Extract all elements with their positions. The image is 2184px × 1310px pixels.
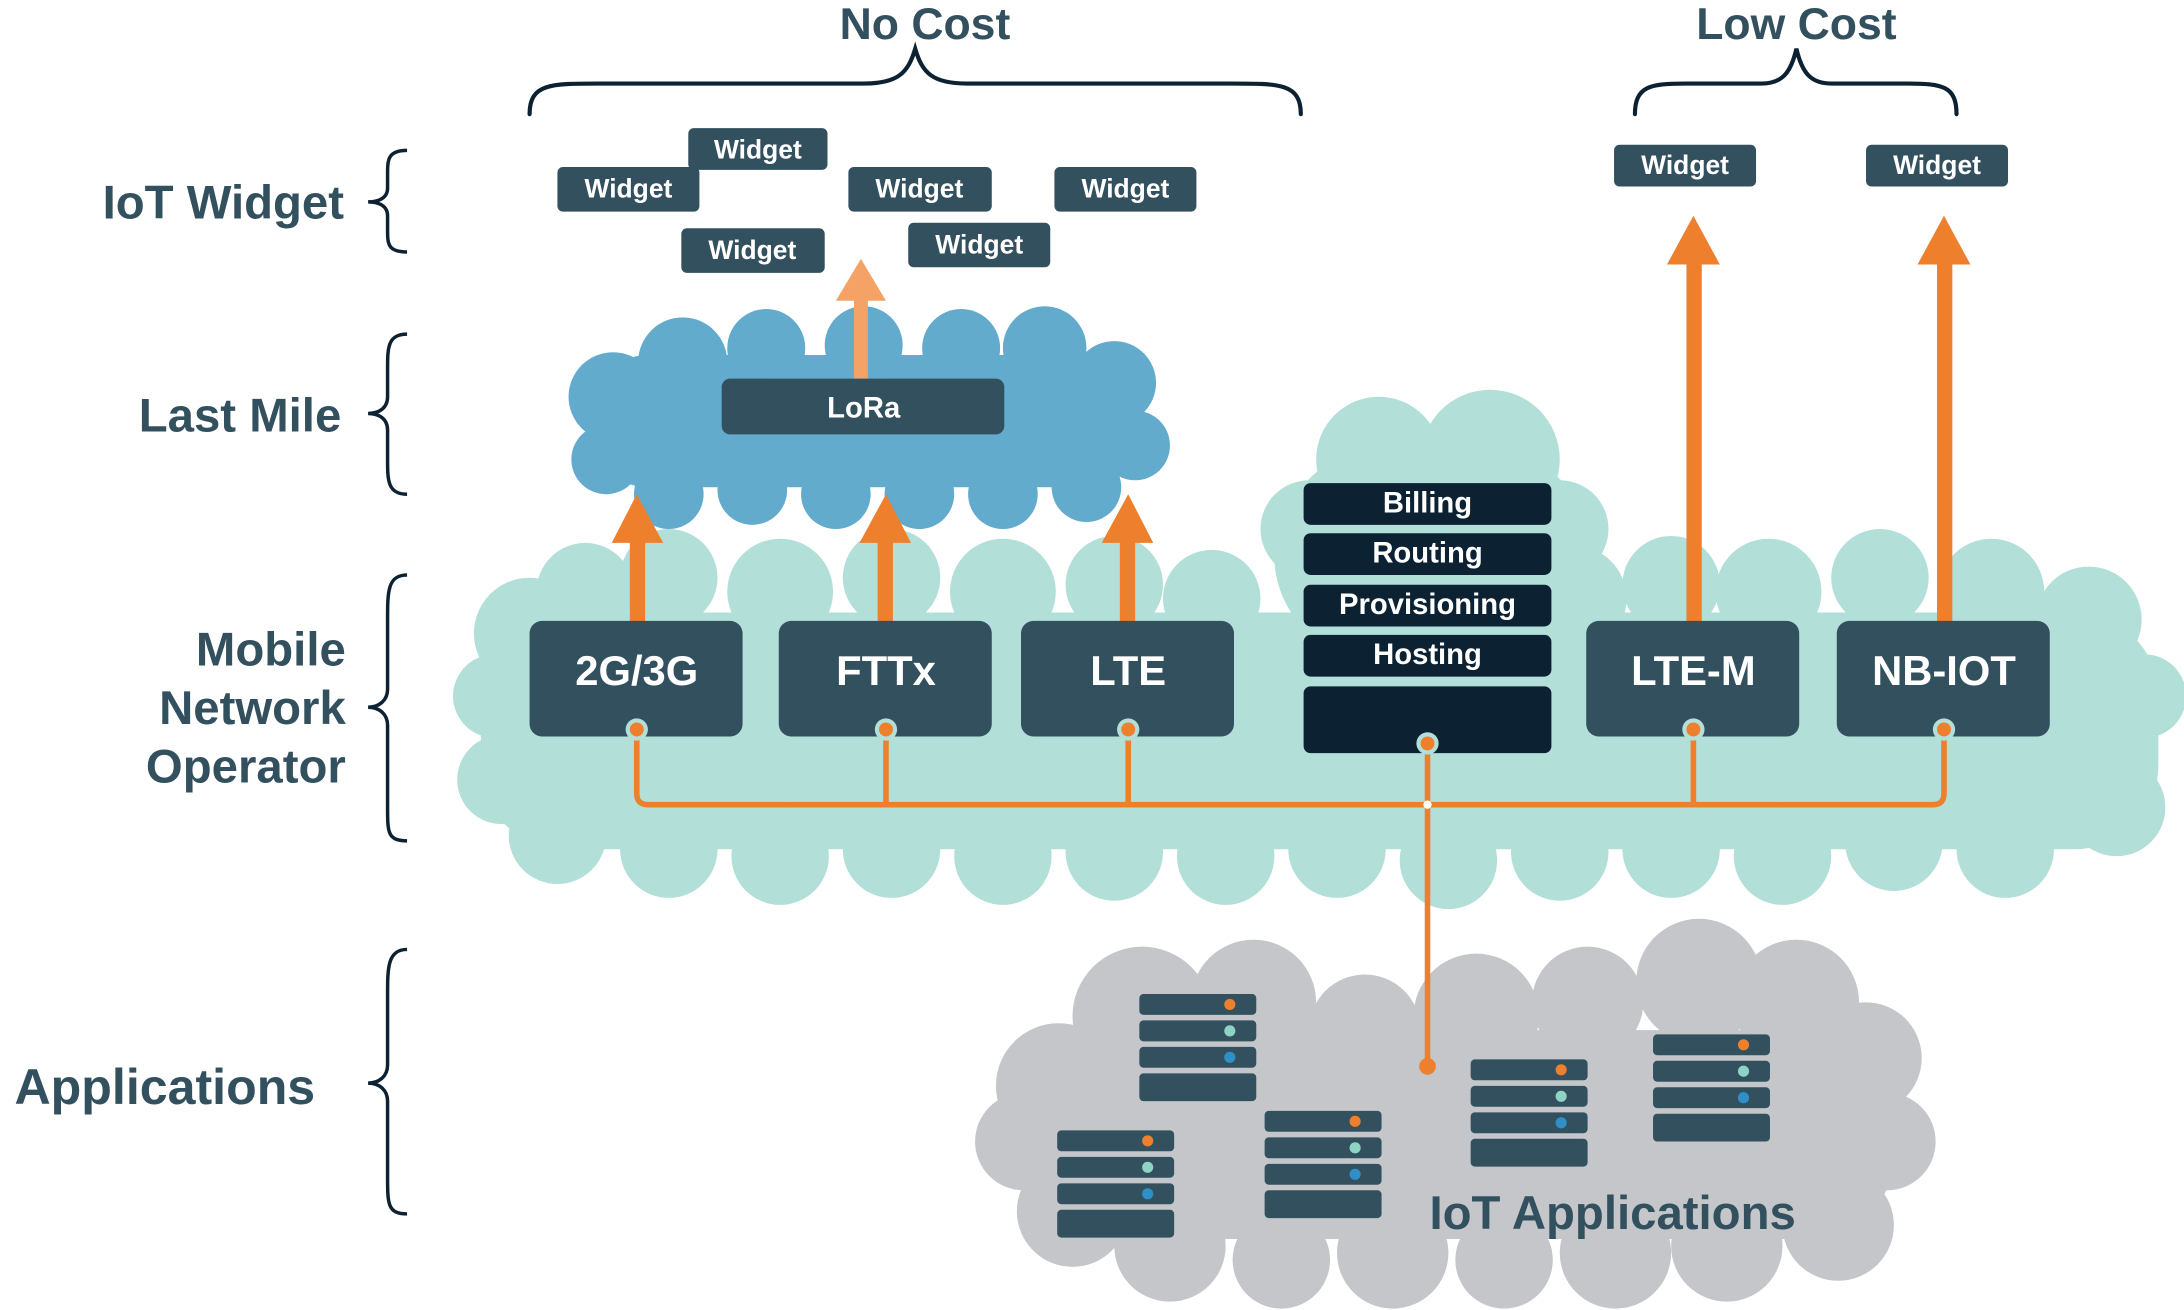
applications-connector-dot [1419,1058,1436,1075]
server-rack-4 [1264,1110,1382,1219]
service-base [1303,686,1552,754]
lora-box: LoRa [721,378,1005,435]
arrow-nbiot-to-widget [1917,215,1971,623]
service-routing: Routing [1372,537,1482,569]
band-label-applications: Applications [14,1059,315,1115]
band-label-mno-line3: Operator [146,740,346,793]
widget-4-label: Widget [1081,174,1169,204]
band-label-mno-line1: Mobile [196,623,346,676]
applications-cloud [975,918,1936,1309]
widget-7-label: Widget [1641,150,1729,180]
server-rack-5 [1057,1130,1175,1238]
arrow-ltem-to-widget [1666,215,1720,623]
arrow-lora-to-widgets [835,258,886,383]
network-bus [633,729,1947,1065]
network-label-nbiot: NB-IOT [1872,647,2016,694]
network-label-ltem: LTE-M [1631,647,1755,694]
widget-1-label: Widget [714,135,802,165]
lora-label: LoRa [827,393,901,425]
widget-7: Widget [1614,144,1757,187]
network-box-fttx: FTTx [778,620,992,741]
bus-junction [1423,800,1432,809]
arrow-lte-to-lastmile [1101,494,1154,623]
network-label-fttx: FTTx [836,647,936,694]
service-provisioning: Provisioning [1339,589,1516,621]
widget-2-label: Widget [584,174,672,204]
widget-6: Widget [908,222,1051,268]
low-cost-brace [1632,48,1959,117]
brace-applications [367,947,408,1216]
server-rack-3 [1470,1059,1588,1167]
widget-6-label: Widget [935,229,1023,259]
widget-5-label: Widget [708,235,796,265]
widget-3-label: Widget [875,174,963,204]
widget-2: Widget [557,167,700,212]
network-box-lte: LTE [1021,620,1234,741]
band-label-mno-line2: Network [159,682,346,735]
widget-4: Widget [1054,167,1197,212]
widget-5: Widget [681,228,825,273]
network-box-ltem: LTE-M [1586,620,1800,741]
brace-iot-widget [368,148,408,254]
widget-1: Widget [688,128,828,170]
widget-3: Widget [848,167,992,212]
service-billing: Billing [1383,487,1472,519]
server-rack-1 [1139,993,1257,1102]
iot-applications-label: IoT Applications [1429,1187,1795,1240]
brace-last-mile [368,332,408,496]
services-stack: Billing Routing Provisioning Hosting [1303,483,1552,755]
service-hosting: Hosting [1373,639,1482,671]
brace-mno [367,573,408,843]
network-box-nbiot: NB-IOT [1836,620,2050,741]
server-rack-2 [1653,1034,1770,1142]
no-cost-brace [527,41,1303,117]
no-cost-label: No Cost [840,0,1011,49]
network-label-2g3g: 2G/3G [575,647,698,694]
widget-8-label: Widget [1893,150,1981,180]
arrow-2g3g-to-lastmile [611,494,664,623]
network-box-2g3g: 2G/3G [529,620,743,741]
band-label-last-mile: Last Mile [139,390,342,443]
network-label-lte: LTE [1090,647,1166,694]
arrow-fttx-to-lastmile [859,494,912,623]
low-cost-label: Low Cost [1696,0,1897,49]
band-label-iot-widget: IoT Widget [103,177,345,230]
widget-8: Widget [1866,144,2009,187]
